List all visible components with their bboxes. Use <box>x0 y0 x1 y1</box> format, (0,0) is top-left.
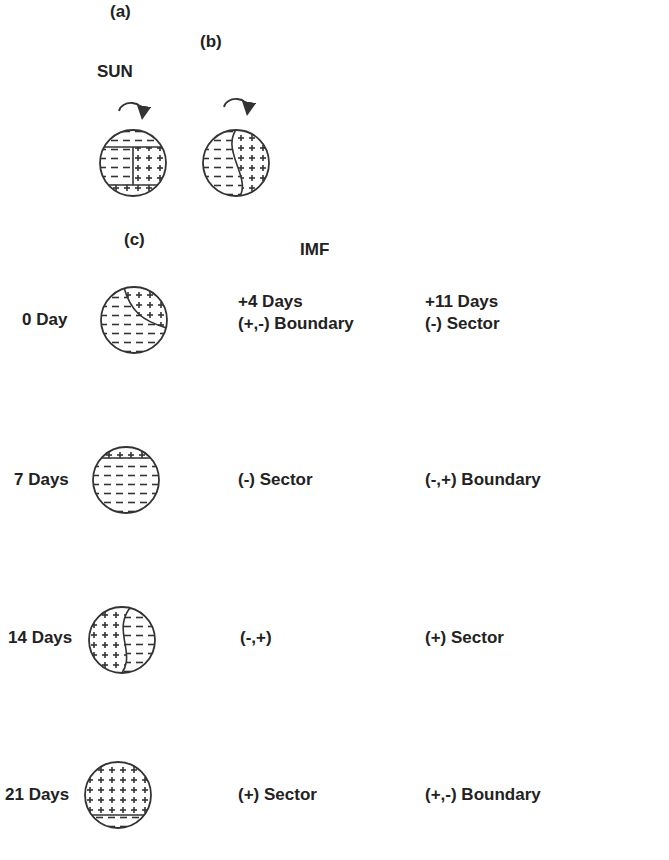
imf-label: (-,+) Boundary <box>425 470 541 490</box>
panel-label: (b) <box>200 32 222 52</box>
sun-disc-day14 <box>82 600 162 680</box>
imf-label: (+,-) Boundary <box>425 785 541 805</box>
sun-label: SUN <box>97 62 133 82</box>
imf-label: +4 Days <box>238 292 303 312</box>
day-label: 0 Day <box>22 310 67 330</box>
sun-disc-day7 <box>86 440 166 520</box>
column-heading: IMF <box>300 240 329 260</box>
sun-disc-b <box>196 99 276 203</box>
imf-label: (+) Sector <box>238 785 317 805</box>
imf-label: (+) Sector <box>425 628 504 648</box>
day-label: 14 Days <box>8 628 72 648</box>
panel-label: (c) <box>124 230 145 250</box>
imf-label: (-) Sector <box>238 470 313 490</box>
sun-disc-a <box>93 103 173 203</box>
imf-label: +11 Days <box>425 292 498 312</box>
sun-disc-day0 <box>94 280 174 360</box>
imf-label: (-) Sector <box>425 314 500 334</box>
sun-disc-day21 <box>78 755 158 835</box>
panel-label: (a) <box>110 2 131 22</box>
imf-label: (-,+) <box>240 628 272 648</box>
day-label: 21 Days <box>5 785 69 805</box>
day-label: 7 Days <box>14 470 69 490</box>
imf-label: (+,-) Boundary <box>238 314 354 334</box>
